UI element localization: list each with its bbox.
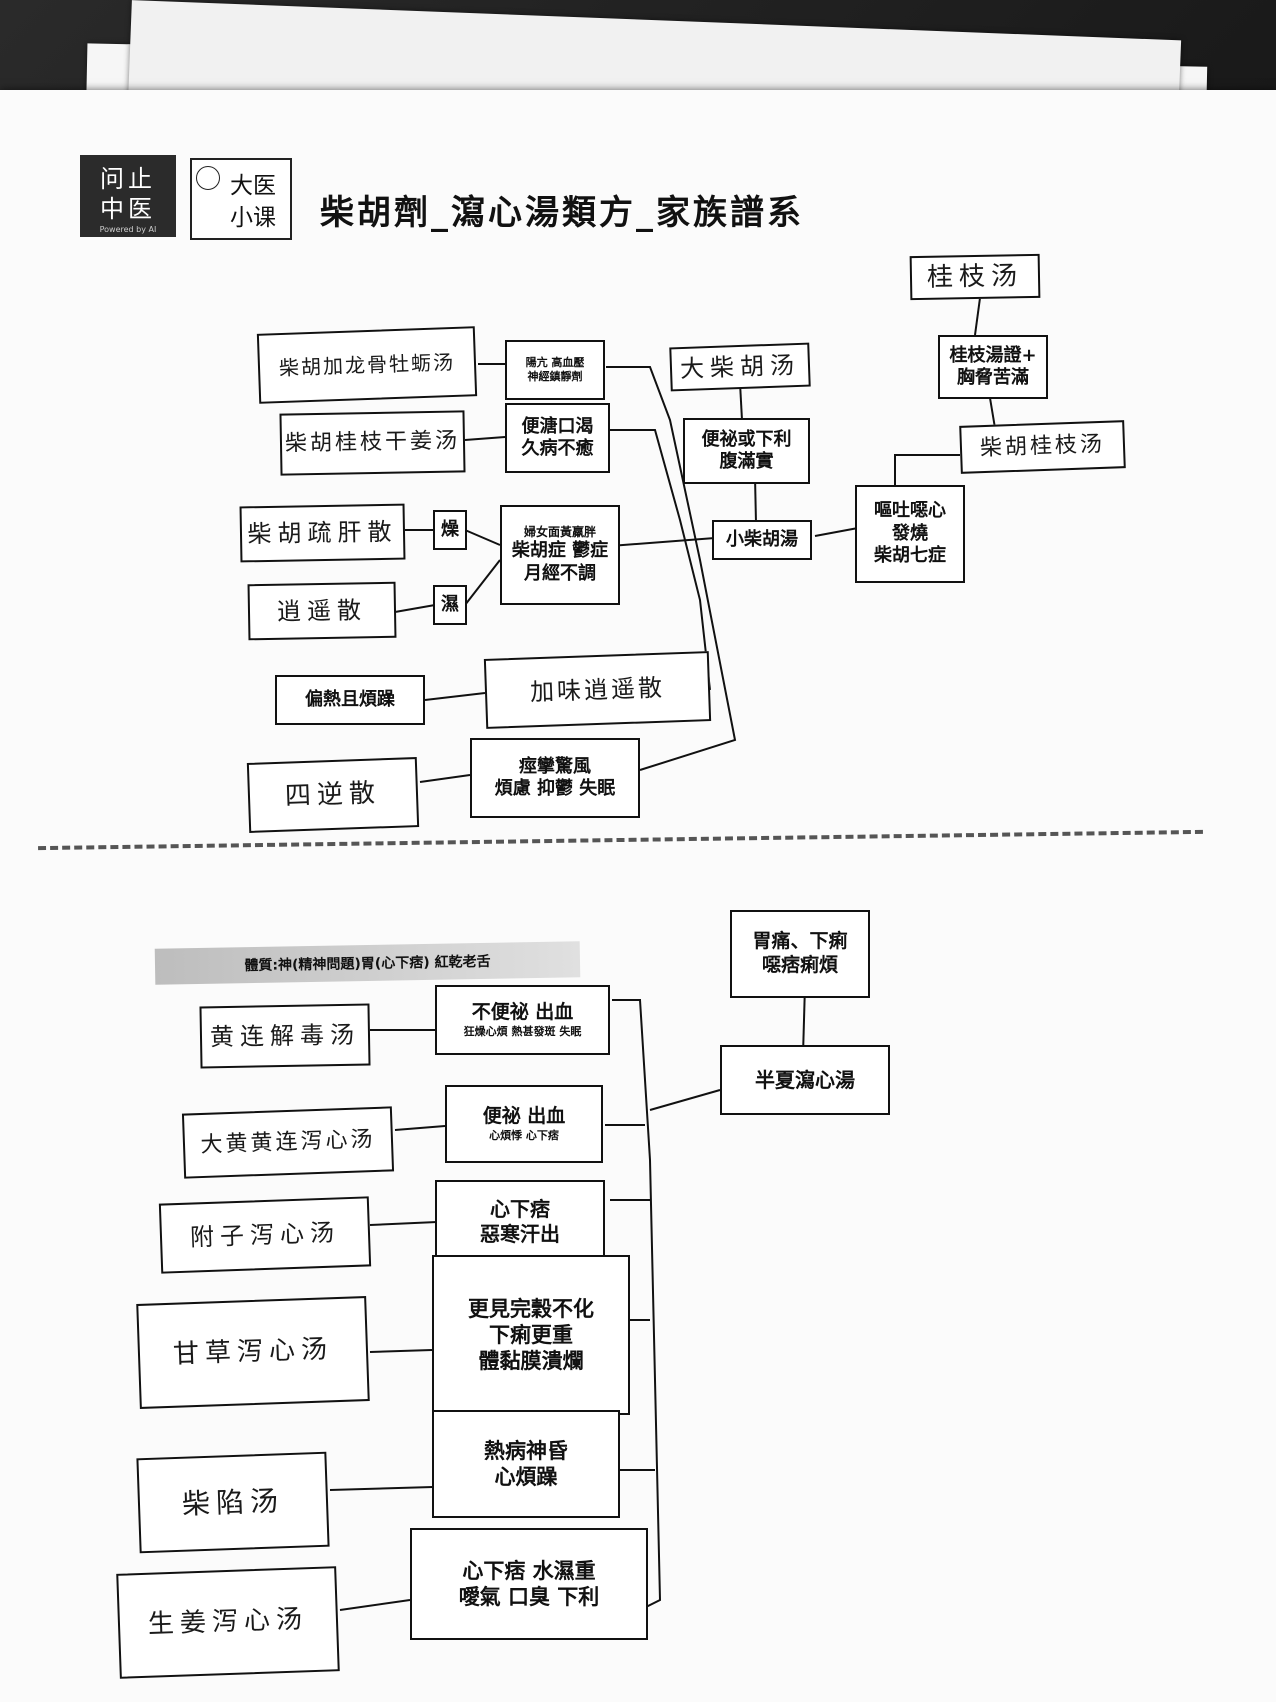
logo2-line-2: 小课: [230, 205, 276, 231]
seal-icon: [196, 166, 220, 190]
node-bianbi-fuman: 便祕或下利腹滿實: [683, 418, 810, 484]
node-xinxiapi-shuishi: 心下痞 水濕重噯氣 口臭 下利: [410, 1528, 648, 1640]
node-funv-yujing: 婦女面黃羸胖柴胡症 鬱症月經不調: [500, 505, 620, 605]
node-xinxiapi-ehanhanchu: 心下痞惡寒汗出: [435, 1180, 605, 1264]
node-jiawei-xiaoyao-san: 加味逍遥散: [483, 651, 712, 729]
node-weitong-xiali: 胃痛、下痢噁痞痢煩: [730, 910, 870, 998]
node-wangu-buhua: 更見完穀不化下痢更重體黏膜潰爛: [432, 1255, 630, 1415]
node-gancao-xiexin-tang: 甘草泻心汤: [136, 1296, 370, 1409]
node-da-chaihu-tang: 大柴胡汤: [669, 342, 811, 392]
logo-line-1: 问止: [100, 165, 156, 193]
node-shi: 濕: [433, 585, 467, 625]
node-guizhi-zheng: 桂枝湯證+胸脅苦滿: [938, 335, 1048, 399]
node-yangkang-gaoxueya: 陽亢 高血壓神經鎮靜劑: [505, 340, 605, 400]
node-chaihu-shugan-san: 柴胡疏肝散: [239, 503, 406, 563]
node-dahuang-huanglian-xiexin: 大黄黄连泻心汤: [181, 1106, 395, 1179]
logo-line-2: 中医: [100, 195, 156, 223]
node-huanglian-jiedu-tang: 黄连解毒汤: [199, 1003, 371, 1069]
node-rebing-shenhun: 熱病神昏心煩躁: [432, 1410, 620, 1518]
node-banxia-xiexin-tang: 半夏瀉心湯: [720, 1045, 890, 1115]
node-xiao-chaihu-tang: 小柴胡湯: [712, 520, 812, 560]
logo-wenzhi: 问止 中医 Powered by AI: [80, 155, 176, 237]
page-title: 柴胡劑_瀉心湯類方_家族譜系: [320, 193, 804, 233]
node-zao: 燥: [433, 510, 467, 550]
node-outu-fashao: 嘔吐噁心發燒柴胡七症: [855, 485, 965, 583]
node-chaihu-guizhi-tang: 柴胡桂枝汤: [959, 420, 1126, 474]
node-shengjiang-xiexin-tang: 生姜泻心汤: [116, 1566, 340, 1679]
node-chaixian-tang: 柴陷汤: [136, 1451, 330, 1554]
node-bianbi-chuxue-2: 便祕 出血心煩悸 心下痞: [445, 1085, 603, 1163]
node-chaihu-guizhi-ganjiang: 柴胡桂枝干姜汤: [279, 410, 466, 476]
node-chaihu-longgu-muli: 柴胡加龙骨牡蛎汤: [256, 326, 478, 404]
node-xiaoyao-san: 逍遥散: [247, 581, 397, 641]
diagram-sheet: [0, 90, 1276, 1702]
constitution-banner: 體質:神(精神問題)胃(心下痞) 紅乾老舌: [154, 941, 581, 985]
logo-dayi: 大医 小课: [190, 158, 292, 240]
node-jingluan-jingfeng: 痙攣驚風煩慮 抑鬱 失眠: [470, 738, 640, 818]
node-guizhi-tang: 桂枝汤: [909, 253, 1041, 301]
node-sini-san: 四逆散: [246, 757, 420, 833]
node-pianre-fanzao: 偏熱且煩躁: [275, 675, 425, 725]
node-fuzi-xiexin-tang: 附子泻心汤: [158, 1196, 372, 1274]
node-bianse-kouke: 便溏口渴久病不癒: [505, 403, 610, 473]
logo-subtitle: Powered by AI: [99, 225, 157, 234]
node-bubianbi-chuxue: 不便祕 出血狂燥心煩 熱甚發斑 失眠: [435, 985, 610, 1055]
logo2-line-1: 大医: [230, 173, 276, 199]
